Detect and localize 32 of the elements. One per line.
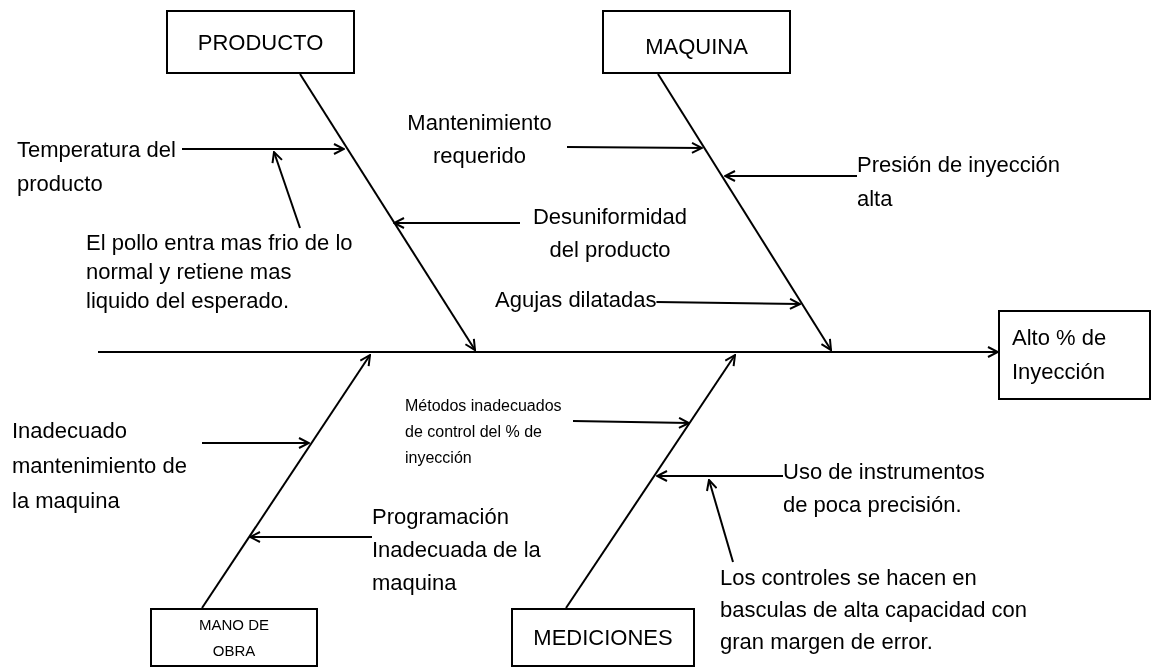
- arrow: [706, 479, 734, 563]
- note-text: El pollo entra mas frio de lo normal y retiene mas liquido del esperado.: [86, 228, 361, 315]
- cause-text: Inadecuado mantenimiento de la maquina: [12, 413, 202, 518]
- note-text: Los controles se hacen en basculas de alta capacidad con gran margen de error.: [720, 562, 1040, 658]
- bone-arrow: [565, 354, 736, 609]
- cause-text: Métodos inadecuados de control del % de inyección: [405, 393, 573, 471]
- cause-text: Mantenimiento requerido: [392, 106, 567, 172]
- cause-text: Uso de instrumentos de poca precisión.: [783, 455, 1003, 521]
- spine-arrow: [97, 346, 999, 358]
- arrow: [249, 531, 373, 543]
- category-box: MEDICIONES: [511, 608, 695, 667]
- cause-text: Agujas dilatadas: [495, 283, 657, 316]
- cause-text: Desuniformidad del producto: [520, 200, 700, 266]
- category-box: MAQUINA: [602, 10, 791, 74]
- arrow: [566, 141, 703, 154]
- cause-text: Presión de inyección alta: [857, 148, 1097, 216]
- arrow: [724, 170, 858, 182]
- effect-box: Alto % de Inyección: [998, 310, 1151, 400]
- arrow: [393, 217, 521, 229]
- cause-text: Programación Inadecuada de la maquina: [372, 500, 557, 599]
- category-box: MANO DE OBRA: [150, 608, 318, 667]
- cause-text: Temperatura del producto: [17, 133, 182, 201]
- arrow: [656, 470, 784, 482]
- arrow: [572, 416, 690, 429]
- arrow: [271, 151, 301, 229]
- category-box: PRODUCTO: [166, 10, 355, 74]
- arrow: [655, 297, 801, 310]
- arrow: [201, 437, 310, 449]
- bone-arrow: [201, 354, 371, 609]
- arrow: [181, 143, 345, 155]
- bone-arrow: [657, 73, 832, 351]
- bone-arrow: [299, 73, 476, 351]
